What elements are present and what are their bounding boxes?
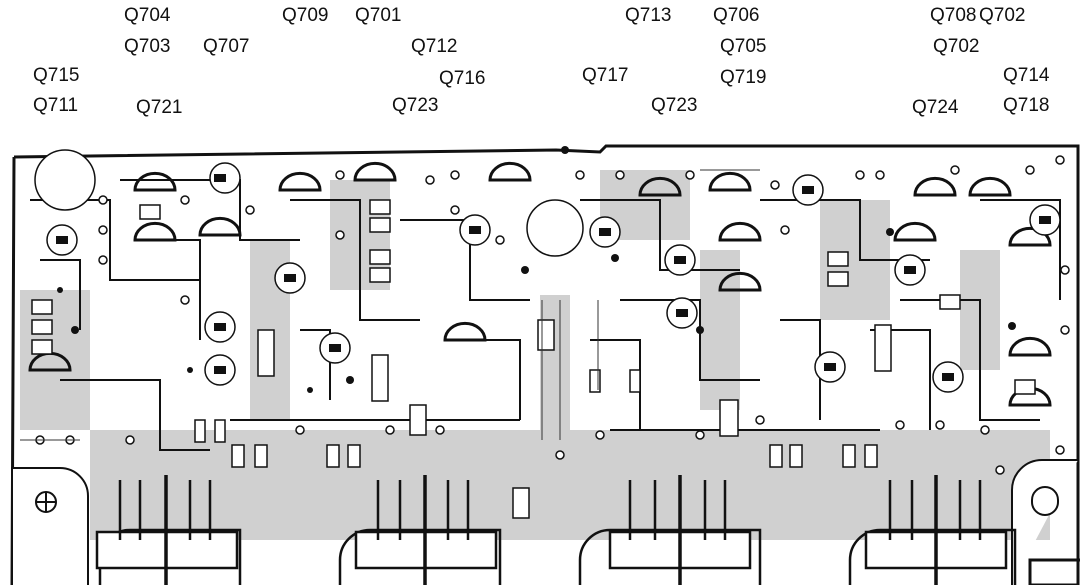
via-dots [57,146,1016,393]
transistor-label: Q715 [33,65,80,86]
mounting-hole-left [11,467,89,585]
transistor-label: Q705 [720,36,767,57]
transistor-label: Q724 [912,97,959,118]
transistor-label: Q708 [930,5,977,26]
transistor-label: Q717 [582,65,629,86]
transistor-label: Q723 [392,95,439,116]
transistor-label: Q701 [355,5,402,26]
transistor-label: Q704 [124,5,171,26]
connector-1 [95,475,242,585]
transistor-label: Q723 [651,95,698,116]
mounting-hole-right [1011,459,1078,585]
connector-2 [338,475,502,585]
transistor-label: Q706 [713,5,760,26]
diodes [31,199,1036,395]
transistor-label: Q712 [411,36,458,57]
transistor-label: Q718 [1003,95,1050,116]
transistor-label: Q703 [124,36,171,57]
transistor-label: Q707 [203,36,250,57]
connector-4 [848,475,1017,585]
transistor-label: Q716 [439,68,486,89]
transistor-label: Q702 [933,36,980,57]
transistor-label: Q721 [136,97,183,118]
transistor-label: Q713 [625,5,672,26]
transistor-label: Q702 [979,5,1026,26]
capacitor-markers [56,174,1051,381]
resistors [194,319,892,519]
silkscreen-texture [20,169,760,441]
transistor-label: Q711 [33,95,79,116]
transistor-label: Q709 [282,5,329,26]
connector-3 [578,475,762,585]
transistor-label: Q714 [1003,65,1050,86]
pads [35,155,1070,475]
transistor-label: Q719 [720,67,767,88]
